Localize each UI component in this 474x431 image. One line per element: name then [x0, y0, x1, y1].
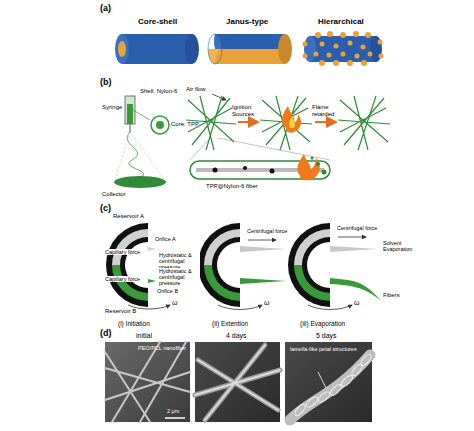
- process-label: Solvent Evaporation: [382, 240, 420, 252]
- part-label: Orifice B: [156, 288, 179, 294]
- step-label: (ii) Extention: [212, 320, 248, 327]
- sem-image: [285, 342, 373, 422]
- part-label: Core: TPP: [171, 121, 199, 128]
- part-label: Orifice A: [154, 236, 177, 242]
- flame-icon: [282, 106, 301, 133]
- rotation-symbol: ω: [172, 299, 177, 307]
- panel-label: (d): [100, 329, 112, 339]
- image-title: 4 days: [226, 332, 247, 340]
- part-label: Syringe: [102, 104, 122, 111]
- force-label: Centrifugal force: [246, 228, 288, 234]
- sem-image: [105, 342, 190, 422]
- hierarchical-fiber: [303, 31, 384, 66]
- part-label: Fibers: [382, 292, 401, 299]
- force-label: Capillary force: [104, 249, 141, 255]
- panel-label: (c): [100, 204, 111, 214]
- fiber-type: Hierarchical: [318, 18, 364, 27]
- core-shell-fiber: [115, 34, 199, 64]
- step-label: (iii) Evaporation: [300, 320, 345, 327]
- image-title: 5 days: [316, 332, 337, 340]
- rotation-symbol: ω: [264, 299, 269, 307]
- process-label: Ignition Sources: [232, 104, 262, 117]
- image-annotation: PEO/PCL nanofiber: [138, 345, 186, 351]
- force-label: Capillary force: [104, 276, 141, 282]
- step-label: (i) Initiation: [118, 320, 150, 327]
- reservoir-iii: [288, 223, 380, 309]
- force-label: Hydrostatic & centrifugal pressure: [158, 268, 200, 286]
- part-label: Reservoir B: [104, 308, 137, 315]
- panel-label: (a): [100, 4, 111, 14]
- process-label: Flame retarded: [312, 104, 342, 117]
- part-label: TPP@Nylon-6 fiber: [206, 183, 258, 190]
- part-label: Reservoir A: [112, 213, 145, 220]
- process-label: Air flow: [186, 86, 206, 93]
- fiber-type: Janus-type: [226, 18, 268, 27]
- force-label: Centrifugal force: [336, 225, 378, 231]
- part-label: Collector: [102, 191, 126, 198]
- fiber-zoom: [190, 138, 330, 180]
- scale-bar-label: 2 μm: [167, 408, 179, 414]
- image-annotation: lamella-like petal structures: [290, 346, 357, 352]
- sem-image: [195, 342, 280, 422]
- fiber-network: [186, 96, 390, 150]
- part-label: Shell: Nylon-6: [140, 88, 177, 95]
- image-title: initial: [136, 332, 152, 340]
- panel-label: (b): [100, 78, 112, 88]
- reservoir-ii: [198, 223, 286, 309]
- rotation-symbol: ω: [354, 299, 359, 307]
- fiber-type: Core-shell: [138, 18, 177, 27]
- janus-fiber: [208, 34, 292, 64]
